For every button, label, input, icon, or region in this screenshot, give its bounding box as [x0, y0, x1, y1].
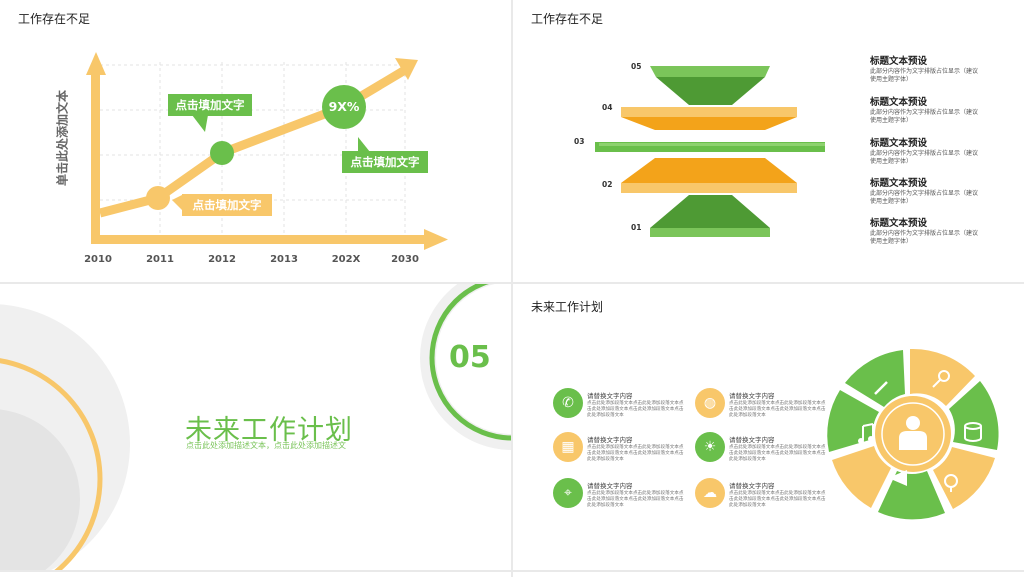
- item-title: 请替换文字内容: [729, 392, 775, 400]
- section-subtitle: 点击此处添加描述文本，点击此处添加描述文: [186, 441, 346, 450]
- slide-3[interactable]: [0, 284, 511, 570]
- item-title: 请替换文字内容: [587, 392, 633, 400]
- text-block: 标题文本预设 此部分内容作为文字排版占位显示（建议使用主题字体）: [870, 97, 980, 125]
- y-axis-arrow: [86, 52, 106, 75]
- text-block: 标题文本预设 此部分内容作为文字排版占位显示（建议使用主题字体）: [870, 218, 980, 246]
- slide-2[interactable]: 工作存在不足 05 04 03 02 01: [513, 0, 1024, 282]
- text-block-desc: 此部分内容作为文字排版占位显示（建议使用主题字体）: [870, 230, 979, 245]
- level-label: 04: [602, 103, 613, 112]
- item-desc: 点击此处添加段落文本点击此处添加段落文本点击此处添加段落文本点击此处添加段落文本…: [587, 401, 684, 418]
- wheel-segment: [878, 471, 945, 520]
- wheel-segment: [949, 381, 999, 450]
- callout-box-green-right[interactable]: 点击填加文字: [342, 151, 428, 173]
- trend-line: [98, 63, 413, 218]
- slide-title: 工作存在不足: [531, 12, 604, 26]
- wheel-segment: [933, 447, 995, 509]
- x-tick-label: 2013: [270, 254, 298, 265]
- decorative-circles: [0, 284, 511, 570]
- item-title: 请替换文字内容: [587, 482, 633, 490]
- person-icon: [899, 416, 927, 450]
- wheel-segment: [832, 446, 891, 508]
- text-block: 标题文本预设 此部分内容作为文字排版占位显示（建议使用主题字体）: [870, 178, 980, 206]
- slide-1[interactable]: 工作存在不足 单击此处添加文本 2010 2011 2012: [0, 0, 511, 282]
- point-2011: [146, 186, 170, 210]
- text-block-desc: 此部分内容作为文字排版占位显示（建议使用主题字体）: [870, 68, 979, 83]
- item-desc: 点击此处添加段落文本点击此处添加段落文本点击此处添加段落文本点击此处添加段落文本…: [729, 445, 826, 462]
- x-tick-label: 2010: [84, 254, 112, 265]
- item-title: 请替换文字内容: [729, 482, 775, 490]
- calendar-icon: ▦: [553, 432, 583, 462]
- location-pin-icon: [944, 474, 958, 492]
- petal-wheel: [827, 348, 999, 520]
- x-tick-label: 2011: [146, 254, 174, 265]
- callout-box-yellow[interactable]: 点击填加文字: [182, 194, 272, 216]
- section-title: 未来工作计划: [185, 415, 353, 446]
- megaphone-icon: [893, 470, 907, 486]
- next-slide-strip[interactable]: [513, 572, 1024, 577]
- x-axis: [91, 235, 426, 244]
- text-block-title: 标题文本预设: [870, 178, 928, 189]
- text-block-desc: 此部分内容作为文字排版占位显示（建议使用主题字体）: [870, 190, 979, 205]
- slide-4[interactable]: 未来工作计划: [513, 284, 1024, 570]
- text-block-desc: 此部分内容作为文字排版占位显示（建议使用主题字体）: [870, 150, 979, 165]
- x-tick-label: 2012: [208, 254, 236, 265]
- hourglass-diagram: [595, 66, 825, 237]
- section-number: 05: [449, 340, 491, 375]
- level-label: 05: [631, 62, 642, 71]
- phone-icon: ✆: [553, 388, 583, 418]
- slide-title: 未来工作计划: [531, 300, 604, 314]
- text-block-title: 标题文本预设: [870, 138, 928, 149]
- x-tick-label: 202X: [331, 254, 361, 265]
- item-desc: 点击此处添加段落文本点击此处添加段落文本点击此处添加段落文本点击此处添加段落文本…: [729, 491, 826, 508]
- key-icon: [932, 370, 950, 388]
- slide-title: 工作存在不足: [18, 12, 91, 26]
- badge-circle: [322, 85, 366, 129]
- globe-icon: ◍: [695, 388, 725, 418]
- item-desc: 点击此处添加段落文本点击此处添加段落文本点击此处添加段落文本点击此处添加段落文本…: [729, 401, 826, 418]
- level-label: 02: [602, 180, 613, 189]
- text-block-title: 标题文本预设: [870, 218, 928, 229]
- x-tick-label: 2030: [391, 254, 419, 265]
- point-2012: [210, 141, 234, 165]
- percentage-badge: 9X%: [328, 99, 360, 114]
- wheel-segment: [827, 390, 879, 452]
- wheel-segment: [845, 350, 905, 407]
- item-title: 请替换文字内容: [729, 436, 775, 444]
- text-block-title: 标题文本预设: [870, 56, 928, 67]
- music-icon: [858, 423, 874, 444]
- text-block-title: 标题文本预设: [870, 97, 928, 108]
- y-axis-label: 单击此处添加文本: [55, 89, 70, 187]
- x-axis-arrow: [424, 229, 448, 250]
- cloud-download-icon: ☁: [695, 478, 725, 508]
- level-label: 01: [631, 223, 642, 232]
- item-title: 请替换文字内容: [587, 436, 633, 444]
- item-desc: 点击此处添加段落文本点击此处添加段落文本点击此处添加段落文本点击此处添加段落文本…: [587, 491, 684, 508]
- trend-arrow: [395, 58, 418, 80]
- callout-box-green-top[interactable]: 点击填加文字: [168, 94, 252, 116]
- location-icon: ⌖: [553, 478, 583, 508]
- wheel-segment: [910, 348, 975, 406]
- growth-chart: [86, 52, 448, 250]
- item-desc: 点击此处添加段落文本点击此处添加段落文本点击此处添加段落文本点击此处添加段落文本…: [587, 445, 684, 462]
- pen-icon: [874, 381, 888, 395]
- next-slide-strip[interactable]: [0, 572, 511, 577]
- level-label: 03: [574, 137, 585, 146]
- text-block: 标题文本预设 此部分内容作为文字排版占位显示（建议使用主题字体）: [870, 56, 980, 84]
- text-block-desc: 此部分内容作为文字排版占位显示（建议使用主题字体）: [870, 109, 979, 124]
- lightbulb-icon: ☀: [695, 432, 725, 462]
- database-icon: [964, 422, 982, 442]
- y-axis: [91, 70, 100, 242]
- text-block: 标题文本预设 此部分内容作为文字排版占位显示（建议使用主题字体）: [870, 138, 980, 166]
